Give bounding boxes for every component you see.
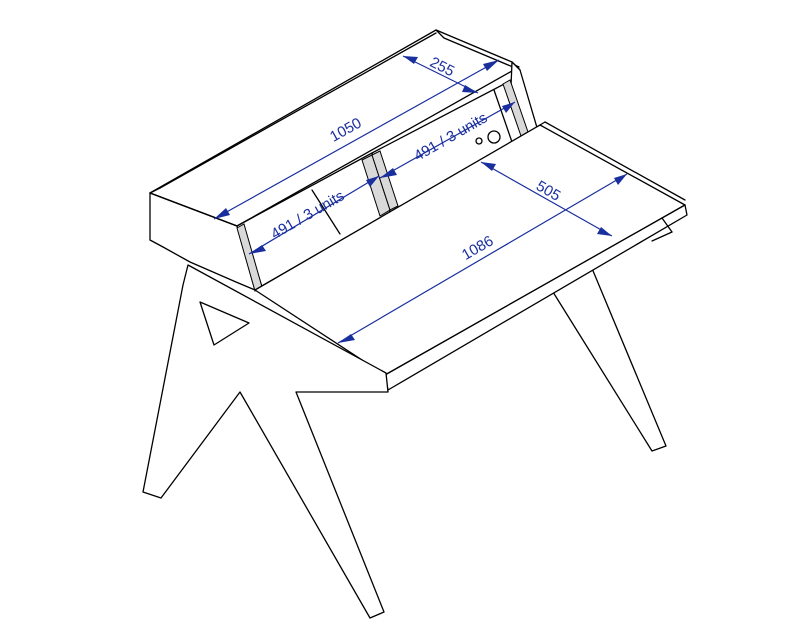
dimension-desk-width (337, 173, 628, 344)
back-right-leg (547, 265, 667, 452)
dimension-desk-depth (480, 161, 613, 237)
dimension-rack-right (379, 101, 516, 179)
rack-rail-center (361, 150, 399, 217)
dimension-rack-left (248, 175, 380, 255)
dimension-overall-width (213, 59, 500, 220)
dimension-riser-depth (402, 55, 479, 94)
desk-top (254, 121, 688, 391)
riser-shelf (149, 29, 521, 227)
front-left-leg (142, 264, 389, 619)
cable-hole (475, 130, 501, 145)
